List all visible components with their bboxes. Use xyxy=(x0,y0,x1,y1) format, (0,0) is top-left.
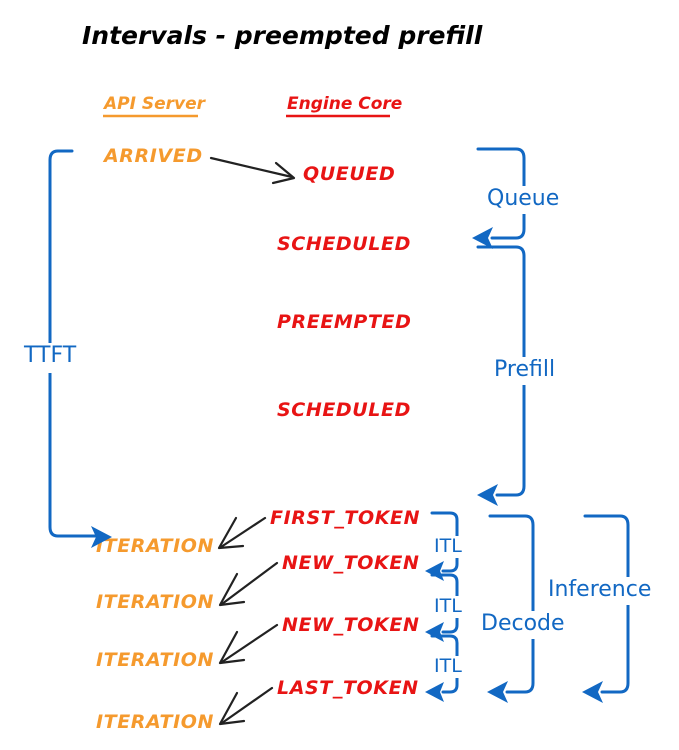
column-heading-api-server: API Server xyxy=(102,94,207,114)
connector-first-token-to-iteration-1 xyxy=(217,516,267,550)
event-scheduled-1: SCHEDULED xyxy=(277,233,411,255)
interval-label-itl-3: ITL xyxy=(434,655,462,677)
event-new-token-1: NEW_TOKEN xyxy=(282,552,419,574)
event-new-token-2: NEW_TOKEN xyxy=(282,614,419,636)
connector-arrived-to-queued xyxy=(209,156,296,185)
itl-2-label-backdrop xyxy=(430,596,470,618)
interval-label-inference: Inference xyxy=(548,577,651,602)
event-last-token: LAST_TOKEN xyxy=(277,677,419,699)
connector-new-token-1-to-iteration-2 xyxy=(218,561,279,607)
itl-3-arrowhead xyxy=(425,682,444,702)
ttft-label-backdrop xyxy=(20,343,82,373)
prefill-arrowhead xyxy=(477,484,498,506)
queue-arrowhead xyxy=(472,227,493,249)
event-first-token: FIRST_TOKEN xyxy=(270,507,420,529)
column-heading-engine-core: Engine Core xyxy=(287,94,402,114)
event-scheduled-2: SCHEDULED xyxy=(277,399,411,421)
interval-label-ttft: TTFT xyxy=(23,343,77,368)
event-iteration-3: ITERATION xyxy=(96,649,214,671)
interval-label-itl-2: ITL xyxy=(434,595,462,617)
diagram-title: Intervals - preempted prefill xyxy=(82,21,483,50)
event-preempted: PREEMPTED xyxy=(277,311,411,333)
event-iteration-2: ITERATION xyxy=(96,591,214,613)
ttft-arrowhead xyxy=(91,526,112,548)
queue-label-backdrop xyxy=(483,186,565,214)
interval-bracket-decode xyxy=(487,514,535,703)
itl-1-arrowhead xyxy=(425,561,444,581)
itl-2-arrowhead xyxy=(425,622,444,642)
inference-label-backdrop xyxy=(544,577,668,605)
decode-label-backdrop xyxy=(477,611,569,639)
interval-label-queue: Queue xyxy=(487,186,559,211)
interval-label-prefill: Prefill xyxy=(494,357,555,382)
event-arrived: ARRIVED xyxy=(102,145,203,167)
event-iteration-1: ITERATION xyxy=(96,535,214,557)
event-queued: QUEUED xyxy=(303,163,395,185)
event-iteration-4: ITERATION xyxy=(96,711,214,733)
interval-bracket-inference xyxy=(582,514,630,703)
connector-new-token-2-to-iteration-3 xyxy=(218,623,279,665)
itl-1-label-backdrop xyxy=(430,536,470,558)
prefill-label-backdrop xyxy=(489,357,561,385)
interval-label-decode: Decode xyxy=(481,611,565,636)
interval-label-itl-1: ITL xyxy=(434,535,462,557)
inference-arrowhead xyxy=(582,681,603,703)
decode-arrowhead xyxy=(487,681,508,703)
connector-last-token-to-iteration-4 xyxy=(218,686,274,726)
itl-3-label-backdrop xyxy=(430,656,470,678)
